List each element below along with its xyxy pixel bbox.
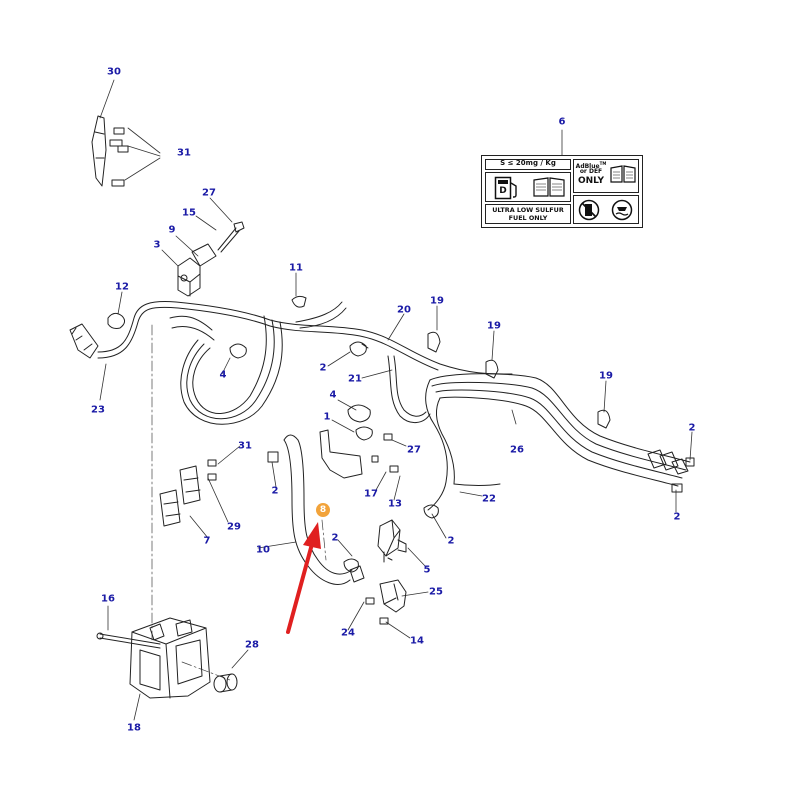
callout-label: 19 [430,295,444,307]
bracket-30 [91,115,129,187]
callout-label: 16 [101,593,115,605]
centre-lines [151,324,327,681]
callout-label: 17 [364,488,378,500]
pipe-bundle-26 [425,373,691,511]
pump-letter: D [499,186,507,196]
callout-label: 4 [329,389,337,401]
fuel-line-2: FUEL ONLY [508,214,548,222]
callout-label: 23 [91,404,105,416]
spacer-28 [213,673,238,693]
clamp-3-9 [177,221,245,297]
callout-label: 28 [245,639,259,651]
def-line-2: or DEF [579,168,603,175]
callout-label: 22 [482,493,496,505]
callout-label: 5 [423,564,431,576]
callout-label: 19 [487,320,501,332]
callout-label: 31 [177,147,191,159]
callout-label: 2 [447,535,455,547]
def-trademark: TM [599,161,607,166]
callout-label: 20 [397,304,411,316]
callout-label: 12 [115,281,129,293]
callout-label: 6 [558,116,566,128]
callout-label: 30 [107,66,121,78]
callout-label: 11 [289,262,303,274]
callout-label: 24 [341,627,355,639]
callout-label: 26 [510,444,524,456]
callout-label: 1 [323,411,331,423]
callout-label: 2 [319,362,327,374]
callout-label: 19 [599,370,613,382]
def-line-1: AdBlueTM [573,161,609,170]
def-name: AdBlue [575,163,600,170]
def-fill-icon [611,199,633,221]
callout-label: 18 [127,722,141,734]
unit-18 [96,617,211,699]
callout-label: 27 [202,187,216,199]
callout-label: 10 [256,544,270,556]
fuel-pump-icon [494,176,517,200]
bracket-17 [319,429,399,479]
def-manual-book-icon [610,165,636,183]
callout-label: 9 [168,224,176,236]
callout-label: 13 [388,498,402,510]
callout-label: 27 [407,444,421,456]
no-fuel-pump-icon [578,199,600,221]
highlighted-callout-8[interactable]: 8 [316,503,330,517]
callout-label: 3 [153,239,161,251]
clamps-29-7 [159,459,217,527]
def-only-text: ONLY [577,176,605,186]
clip-11 [291,295,307,308]
callout-label: 15 [182,207,196,219]
callout-label: 2 [688,422,696,434]
callout-label: 31 [238,440,252,452]
valve-5 [377,519,407,563]
callout-label: 29 [227,521,241,533]
sulfur-spec-text: S ≤ 20mg / Kg [500,159,556,167]
clamps-2-4 [229,341,695,573]
manual-book-icon [533,177,565,197]
fuel-warning-label: S ≤ 20mg / Kg D AdBlueTM or DEF ONLY ULT… [481,155,643,228]
callout-label: 4 [219,369,227,381]
callout-label: 7 [203,535,211,547]
callout-label: 2 [271,485,279,497]
callout-label: 25 [429,586,443,598]
clips-19 [427,331,611,429]
harness-main [97,301,513,425]
callout-label: 21 [348,373,362,385]
clip-12 [107,312,126,329]
leader-lines [99,79,693,721]
sensor-23 [69,323,99,359]
bracket-25 [365,579,407,625]
callout-label: 14 [410,635,424,647]
callout-label: 2 [673,511,681,523]
callout-label: 2 [331,532,339,544]
fuel-line-1: ULTRA LOW SULFUR [492,206,564,214]
